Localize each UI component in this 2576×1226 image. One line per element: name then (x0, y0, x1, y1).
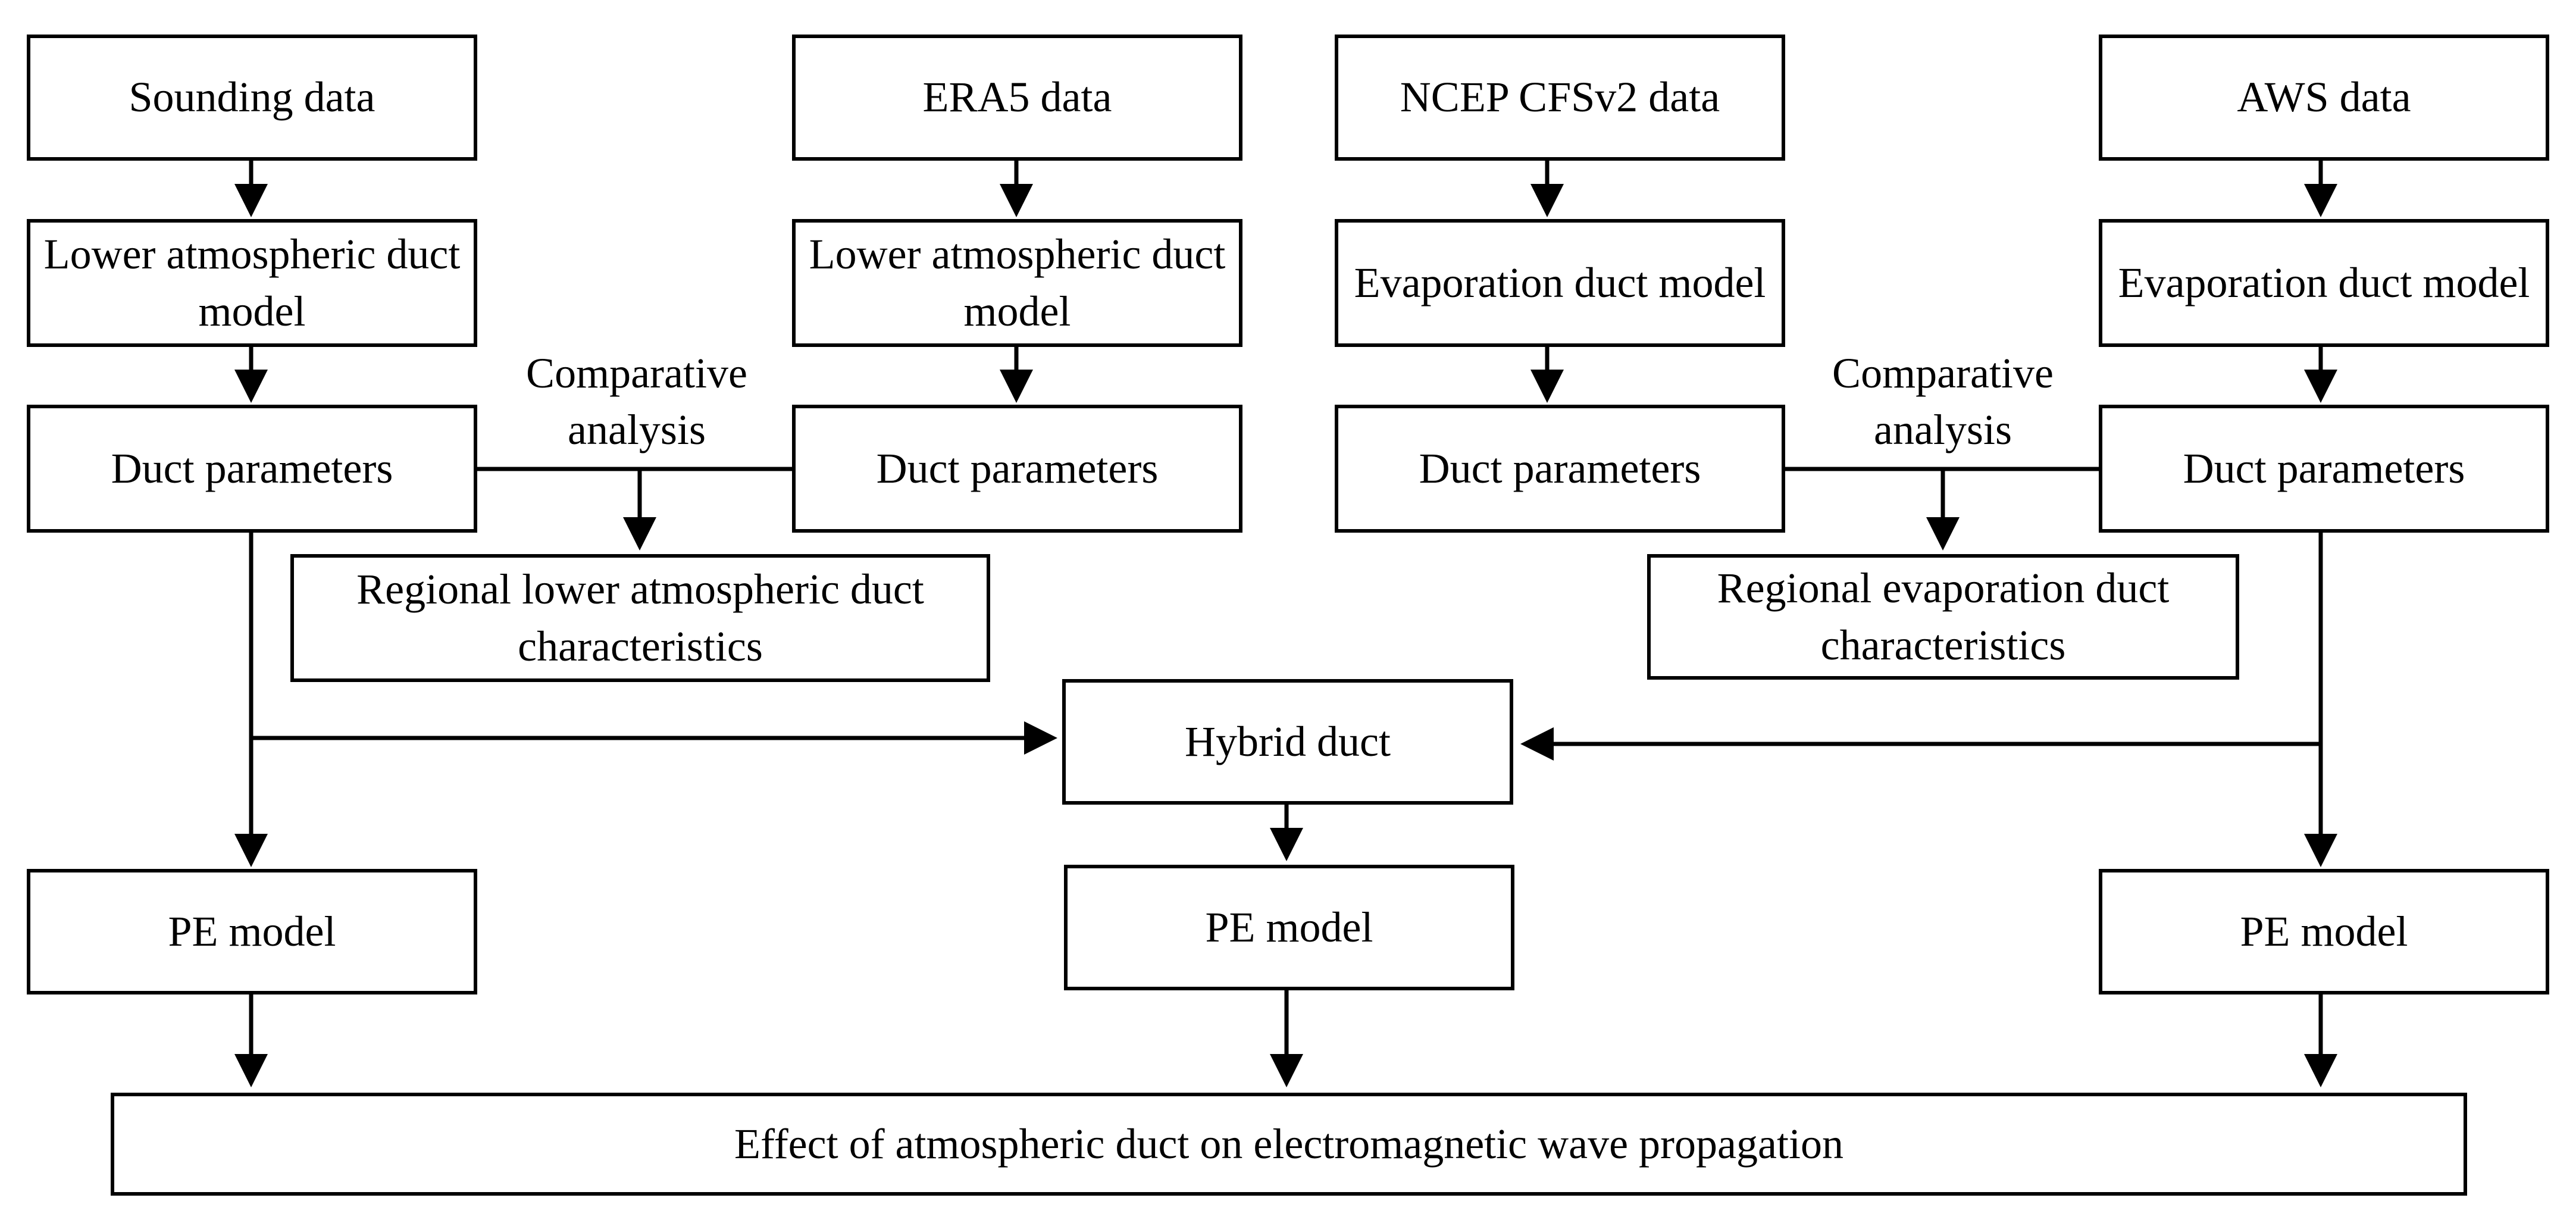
duct-parameters-label-4: Duct parameters (2183, 444, 2465, 492)
pe-model-label-center: PE model (1205, 903, 1373, 951)
ncep-data-label: NCEP CFSv2 data (1400, 73, 1720, 121)
era5-data-label: ERA5 data (922, 73, 1112, 121)
lower-duct-model-box-2: Lower atmospheric duct model (792, 219, 1242, 347)
sounding-data-box: Sounding data (27, 35, 477, 161)
evaporation-duct-model-box-2: Evaporation duct model (2099, 219, 2549, 347)
duct-parameters-box-1: Duct parameters (27, 405, 477, 533)
aws-data-label: AWS data (2237, 73, 2411, 121)
regional-lower-duct-box: Regional lower atmospheric duct characte… (290, 554, 990, 682)
duct-parameters-box-3: Duct parameters (1335, 405, 1785, 533)
era5-data-box: ERA5 data (792, 35, 1242, 161)
duct-parameters-box-4: Duct parameters (2099, 405, 2549, 533)
regional-evaporation-duct-box: Regional evaporation duct characteristic… (1647, 554, 2239, 680)
pe-model-box-left: PE model (27, 869, 477, 994)
evaporation-duct-model-box-1: Evaporation duct model (1335, 219, 1785, 347)
pe-model-box-center: PE model (1064, 865, 1514, 990)
duct-parameters-label-3: Duct parameters (1419, 444, 1701, 492)
sounding-data-label: Sounding data (129, 73, 375, 121)
pe-model-box-right: PE model (2099, 869, 2549, 994)
evaporation-duct-model-label-1: Evaporation duct model (1354, 258, 1766, 306)
ncep-data-box: NCEP CFSv2 data (1335, 35, 1785, 161)
comparative-analysis-label-left: Comparative analysis (526, 349, 747, 454)
duct-parameters-box-2: Duct parameters (792, 405, 1242, 533)
lower-duct-model-label-1: Lower atmospheric duct model (43, 230, 461, 335)
effect-label: Effect of atmospheric duct on electromag… (734, 1119, 1843, 1168)
pe-model-label-right: PE model (2240, 907, 2408, 955)
comparative-analysis-label-right: Comparative analysis (1832, 349, 2054, 454)
regional-lower-duct-label: Regional lower atmospheric duct characte… (356, 565, 924, 670)
evaporation-duct-model-label-2: Evaporation duct model (2118, 258, 2530, 306)
duct-parameters-label-2: Duct parameters (876, 444, 1159, 492)
duct-parameters-label-1: Duct parameters (111, 444, 393, 492)
aws-data-box: AWS data (2099, 35, 2549, 161)
pe-model-label-left: PE model (168, 907, 336, 955)
lower-duct-model-box-1: Lower atmospheric duct model (27, 219, 477, 347)
regional-evaporation-duct-label: Regional evaporation duct characteristic… (1717, 564, 2170, 669)
hybrid-duct-label: Hybrid duct (1185, 717, 1391, 765)
effect-box: Effect of atmospheric duct on electromag… (111, 1093, 2467, 1196)
lower-duct-model-label-2: Lower atmospheric duct model (809, 230, 1226, 335)
hybrid-duct-box: Hybrid duct (1062, 679, 1513, 805)
